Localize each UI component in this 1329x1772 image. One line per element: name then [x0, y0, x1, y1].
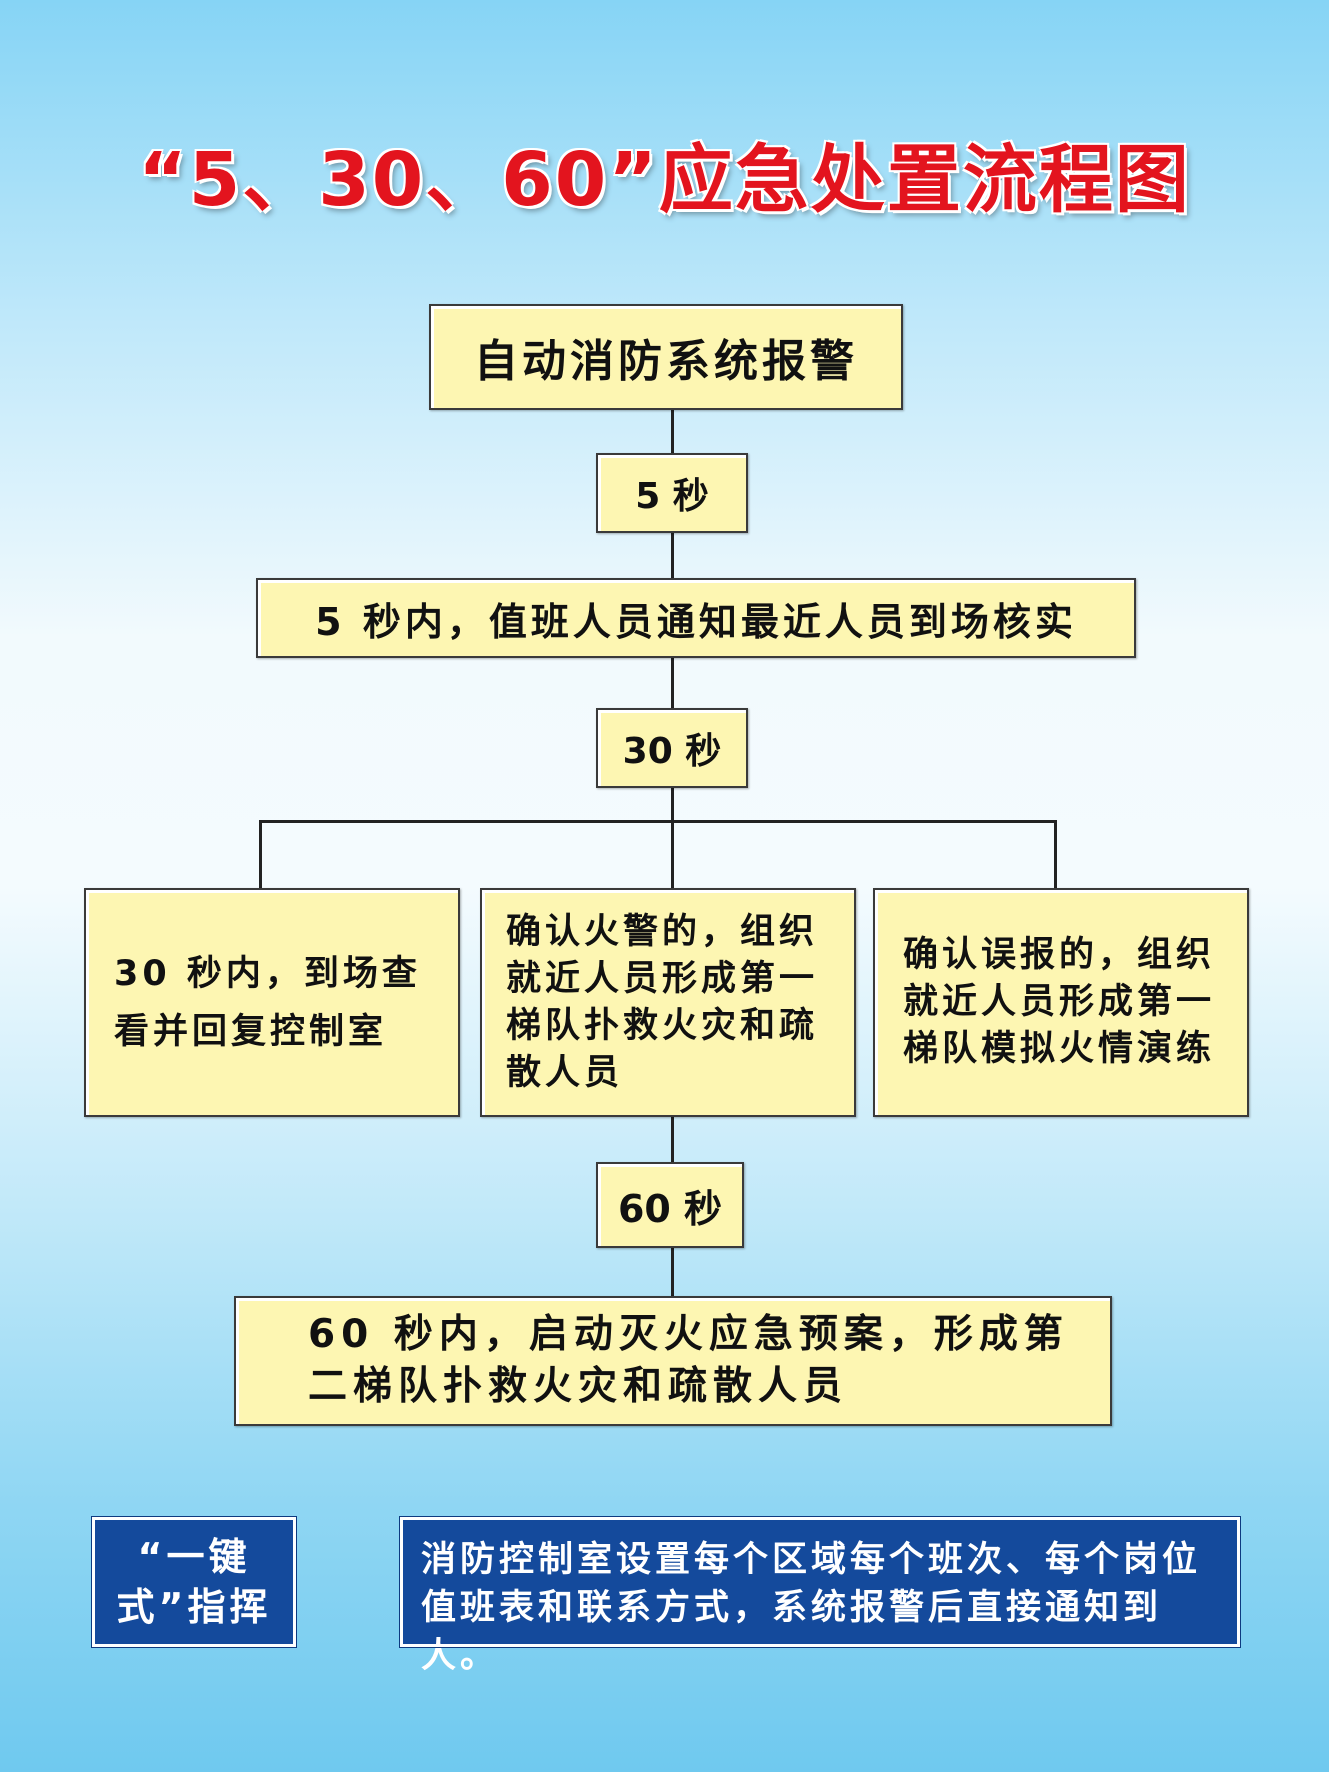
connector-line — [671, 658, 674, 708]
alarm-box: 自动消防系统报警 — [429, 304, 903, 410]
connector-line — [671, 410, 674, 453]
time-30s-box: 30 秒 — [596, 708, 748, 788]
one-key-command-text: “一键式”指挥 — [116, 1535, 272, 1629]
branch-left-text: 30 秒内，到场查看并回复控制室 — [114, 953, 421, 1052]
time-5s-box: 5 秒 — [596, 453, 748, 533]
connector-line — [671, 788, 674, 888]
branch-left-box: 30 秒内，到场查看并回复控制室 — [84, 888, 460, 1117]
control-room-note: 消防控制室设置每个区域每个班次、每个岗位值班表和联系方式，系统报警后直接通知到人… — [399, 1516, 1241, 1676]
control-room-note-text: 消防控制室设置每个区域每个班次、每个岗位值班表和联系方式，系统报警后直接通知到人… — [421, 1540, 1202, 1676]
connector-line — [259, 820, 1057, 823]
connector-line — [1054, 820, 1057, 888]
time-30s-text: 30 秒 — [622, 731, 722, 772]
connector-line — [259, 820, 262, 888]
time-60s-box: 60 秒 — [596, 1162, 744, 1248]
branch-right-box: 确认误报的，组织就近人员形成第一梯队模拟火情演练 — [873, 888, 1249, 1117]
branch-right-text: 确认误报的，组织就近人员形成第一梯队模拟火情演练 — [903, 935, 1216, 1069]
connector-line — [671, 1248, 674, 1296]
one-key-command-label: “一键式”指挥 — [91, 1516, 297, 1648]
emergency-plan-box: 60 秒内，启动灭火应急预案，形成第二梯队扑救火灾和疏散人员 — [234, 1296, 1112, 1426]
alarm-text: 自动消防系统报警 — [474, 336, 858, 387]
notify-box: 5 秒内，值班人员通知最近人员到场核实 — [256, 578, 1136, 658]
branch-middle-text: 确认火警的，组织就近人员形成第一梯队扑救火灾和疏散人员 — [506, 911, 819, 1093]
branch-middle-box: 确认火警的，组织就近人员形成第一梯队扑救火灾和疏散人员 — [480, 888, 856, 1117]
connector-line — [671, 1117, 674, 1162]
emergency-plan-text: 60 秒内，启动灭火应急预案，形成第二梯队扑救火灾和疏散人员 — [308, 1312, 1069, 1409]
connector-line — [671, 533, 674, 578]
notify-text: 5 秒内，值班人员通知最近人员到场核实 — [315, 599, 1077, 644]
page-title: “5、30、60”应急处置流程图 — [138, 137, 1191, 223]
time-60s-text: 60 秒 — [617, 1186, 723, 1231]
time-5s-text: 5 秒 — [635, 476, 709, 517]
